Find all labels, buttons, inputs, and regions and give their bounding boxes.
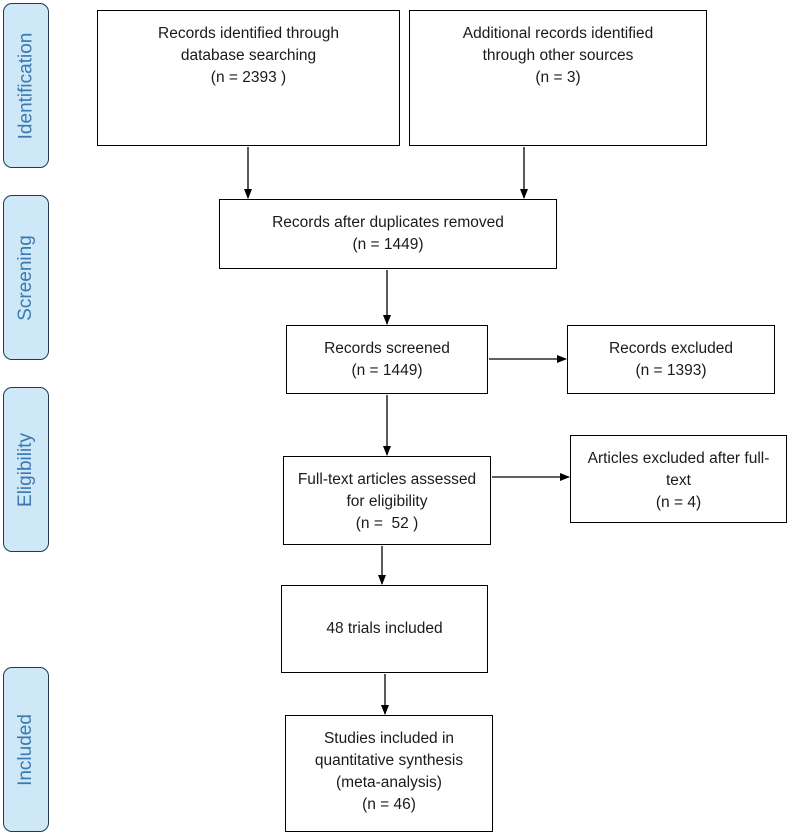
box-line: Records screened <box>324 340 450 357</box>
box-fulltext-assessed: Full-text articles assessed for eligibil… <box>283 456 491 545</box>
box-line: Records identified through <box>158 25 339 42</box>
box-line: through other sources <box>482 47 634 64</box>
box-records-excluded: Records excluded (n = 1393) <box>567 325 775 394</box>
phase-included: Included <box>3 667 49 832</box>
box-line: database searching <box>180 47 317 64</box>
box-fulltext-excluded: Articles excluded after full- text (n = … <box>570 435 787 523</box>
box-database-records: Records identified through database sear… <box>97 10 400 146</box>
box-line: for eligibility <box>346 493 428 510</box>
box-line: Records excluded <box>608 340 734 357</box>
phase-screening: Screening <box>3 195 49 360</box>
box-line: (n = 46) <box>362 796 416 813</box>
box-line: (n = 1449) <box>351 362 423 379</box>
box-line: Studies included in <box>323 730 455 747</box>
box-line: Records after duplicates removed <box>272 214 504 231</box>
box-quantitative-synthesis: Studies included in quantitative synthes… <box>285 715 493 832</box>
box-duplicates-removed: Records after duplicates removed (n = 14… <box>219 199 557 269</box>
box-line: (n = 2393 ) <box>210 69 287 86</box>
box-trials-included: 48 trials included <box>281 585 488 673</box>
box-line: (meta-analysis) <box>336 774 442 791</box>
box-line: text <box>666 472 691 489</box>
phase-eligibility: Eligibility <box>3 387 49 552</box>
phase-identification: Identification <box>3 3 49 168</box>
box-line: (n = 3) <box>535 69 581 86</box>
box-records-screened: Records screened (n = 1449) <box>286 325 488 394</box>
box-line: (n = 1393) <box>635 362 707 379</box>
box-line: (n = 4) <box>655 494 702 511</box>
box-line: (n = 52 ) <box>355 515 419 532</box>
box-line: quantitative synthesis <box>314 752 464 769</box>
box-line: (n = 1449) <box>352 236 424 253</box>
box-line: Additional records identified <box>462 25 654 42</box>
box-line: 48 trials included <box>326 620 443 637</box>
box-line: Full-text articles assessed <box>297 471 477 488</box>
box-line: Articles excluded after full- <box>587 450 770 467</box>
box-other-sources: Additional records identified through ot… <box>409 10 707 146</box>
